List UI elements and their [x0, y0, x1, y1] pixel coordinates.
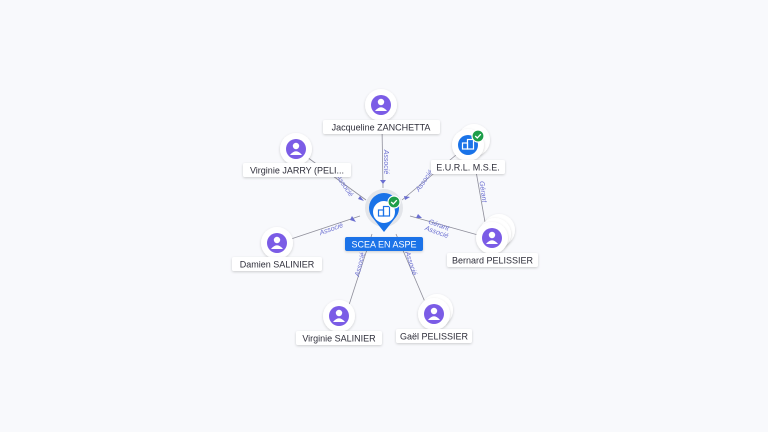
node-damien-salinier[interactable]: Damien SALINIER — [232, 227, 322, 271]
node-label: E.U.R.L. M.S.E. — [436, 163, 500, 173]
node-label: Bernard PELISSIER — [452, 256, 534, 266]
center-label: SCEA EN ASPE — [351, 240, 416, 250]
node-gael-pelissier[interactable]: Gaël PELISSIER — [396, 294, 472, 343]
verified-badge-icon — [471, 129, 485, 143]
person-icon — [486, 231, 498, 244]
node-virginie-jarry[interactable]: Virginie JARRY (PELI... — [243, 133, 351, 177]
edge-label-jz: Associé — [382, 149, 389, 175]
arrow-eurl — [404, 196, 410, 200]
node-bernard-pelissier[interactable]: Bernard PELISSIER — [447, 214, 538, 267]
person-icon — [428, 307, 440, 320]
node-label: Jacqueline ZANCHETTA — [332, 123, 431, 133]
verified-badge-icon — [387, 195, 401, 209]
arrow-bp — [416, 214, 422, 218]
node-label: Gaël PELISSIER — [400, 332, 469, 342]
edge-eurl — [401, 149, 463, 201]
person-icon — [271, 236, 283, 249]
node-label: Damien SALINIER — [240, 260, 315, 270]
arrow-jz — [380, 180, 386, 184]
edge-ds — [287, 215, 361, 241]
node-center-scea-en-aspe[interactable]: SCEA EN ASPE — [345, 189, 423, 251]
building-icon — [461, 138, 475, 150]
person-icon — [375, 98, 387, 111]
arrow-ds — [350, 216, 356, 222]
edge-label-ds: Associé — [318, 222, 344, 237]
edge-label-vs: Associé — [354, 252, 367, 279]
edge-label-gp: Associé — [403, 250, 418, 277]
node-virginie-salinier[interactable]: Virginie SALINIER — [296, 300, 382, 345]
node-label: Virginie JARRY (PELI... — [250, 166, 344, 176]
node-jacqueline-zanchetta[interactable]: Jacqueline ZANCHETTA — [323, 89, 440, 134]
person-icon — [333, 309, 345, 322]
arrow-vj — [358, 196, 364, 201]
node-label: Virginie SALINIER — [302, 334, 376, 344]
building-icon — [377, 205, 391, 217]
edge-jz — [381, 126, 384, 189]
person-icon — [290, 142, 302, 155]
node-eurl-mse[interactable]: E.U.R.L. M.S.E. — [431, 124, 505, 174]
edge-label-bp-eurl: Gérant — [478, 181, 488, 204]
edge-bp — [409, 215, 479, 236]
edge-label-vj: Associé — [334, 173, 354, 198]
